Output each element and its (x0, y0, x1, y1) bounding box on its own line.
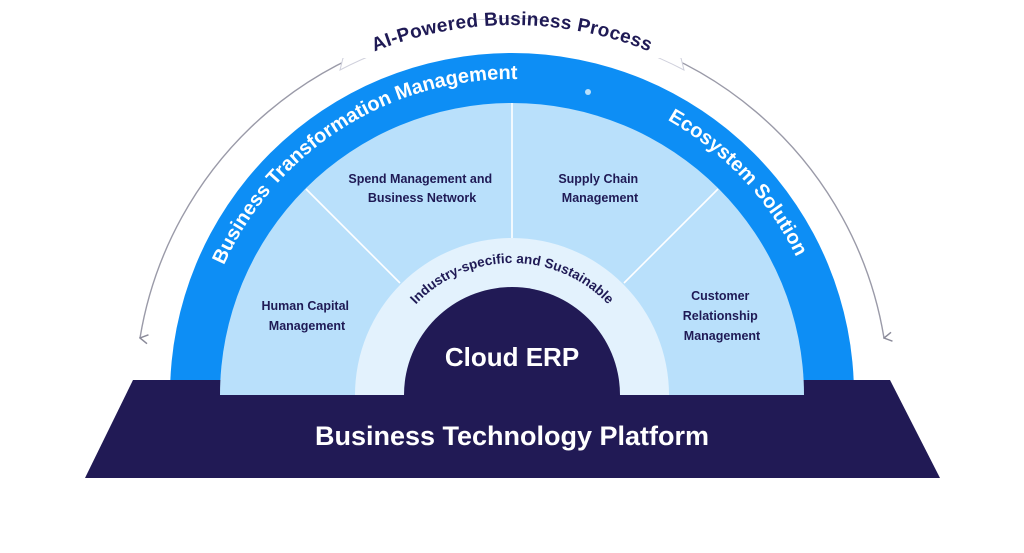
segment-spend-management[interactable]: Spend Management and Business Network (348, 172, 495, 205)
segment-supply-chain[interactable]: Supply Chain Management (558, 172, 641, 205)
platform-label: Business Technology Platform (315, 421, 709, 451)
separator-dot (585, 89, 591, 95)
segment-human-capital[interactable]: Human Capital Management (262, 299, 353, 333)
cloud-erp-core (404, 287, 620, 395)
business-technology-platform (85, 380, 940, 478)
segment-dividers (305, 103, 719, 284)
segment-customer-relationship[interactable]: Customer Relationship Management (683, 289, 762, 343)
cloud-erp-label: Cloud ERP (445, 342, 579, 372)
